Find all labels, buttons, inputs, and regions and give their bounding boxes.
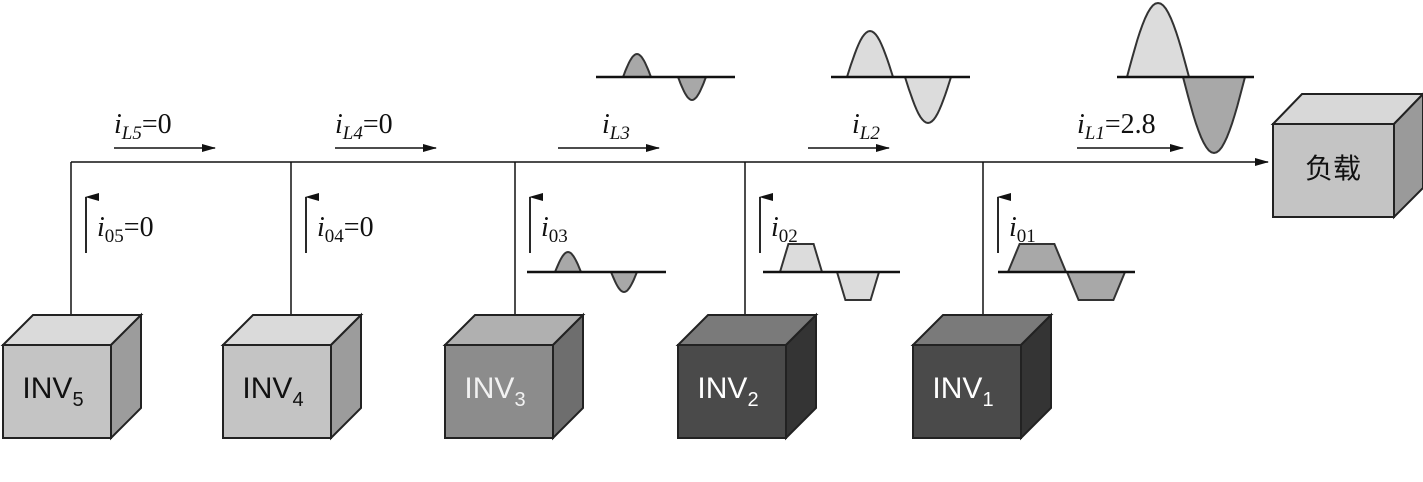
box-front — [222, 344, 332, 439]
line-current-label: iL1=2.8 — [1077, 109, 1156, 144]
wave-positive — [621, 52, 653, 78]
inverter-4: INV4 i04=0 — [220, 162, 374, 441]
inverter-3: INV3 i03 — [442, 162, 586, 441]
line-current-L2: iL2 — [808, 109, 890, 152]
output-current-label: i04=0 — [317, 212, 374, 247]
output-current-label: i01 — [1009, 212, 1036, 247]
output-current-label: i02 — [771, 212, 798, 247]
box-front — [912, 344, 1022, 439]
inverter-label: INV3 — [464, 372, 525, 411]
wave-negative — [609, 271, 639, 294]
line-current-L1: iL1=2.8 — [1077, 109, 1184, 152]
wave-iL1 — [1117, 1, 1254, 155]
line-current-L5: iL5=0 — [114, 109, 216, 152]
waveforms — [527, 1, 1254, 301]
line-currents: iL5=0 iL4=0 iL3 iL2 iL1=2.8 — [114, 109, 1184, 152]
wave-negative — [903, 76, 953, 125]
line-current-L4: iL4=0 — [335, 109, 437, 152]
output-current-label: i05=0 — [97, 212, 154, 247]
line-current-label: iL2 — [852, 109, 880, 144]
wave-negative — [1181, 76, 1247, 155]
wave-i02 — [763, 243, 900, 301]
load-box: 负载 — [1270, 92, 1423, 220]
wave-negative — [835, 271, 881, 301]
inverter-label: INV1 — [932, 372, 993, 411]
line-current-L3: iL3 — [558, 109, 660, 152]
wave-positive — [1125, 1, 1191, 78]
box-front — [2, 344, 112, 439]
inverter-label: INV4 — [242, 372, 303, 411]
wave-negative — [1065, 271, 1127, 301]
line-current-label: iL3 — [602, 109, 630, 144]
box-front — [677, 344, 787, 439]
wave-positive — [778, 243, 824, 273]
inverter-label: INV5 — [22, 372, 83, 411]
wave-negative — [676, 76, 708, 102]
inverter-label: INV2 — [697, 372, 758, 411]
box-front — [444, 344, 554, 439]
load-label: 负载 — [1305, 153, 1361, 184]
wave-positive — [1006, 243, 1068, 273]
inverter-5: INV5 i05=0 — [0, 162, 154, 441]
wave-iL3 — [596, 52, 735, 102]
output-current-label: i03 — [541, 212, 568, 247]
wave-i01 — [998, 243, 1135, 301]
wave-positive — [553, 250, 583, 273]
inverter-2: INV2 i02 — [675, 162, 819, 441]
inverter-1: INV1 i01 — [910, 162, 1054, 441]
wave-iL2 — [831, 29, 970, 125]
wave-positive — [845, 29, 895, 78]
line-current-label: iL5=0 — [114, 109, 172, 144]
wave-i03 — [527, 250, 666, 294]
line-current-label: iL4=0 — [335, 109, 393, 144]
